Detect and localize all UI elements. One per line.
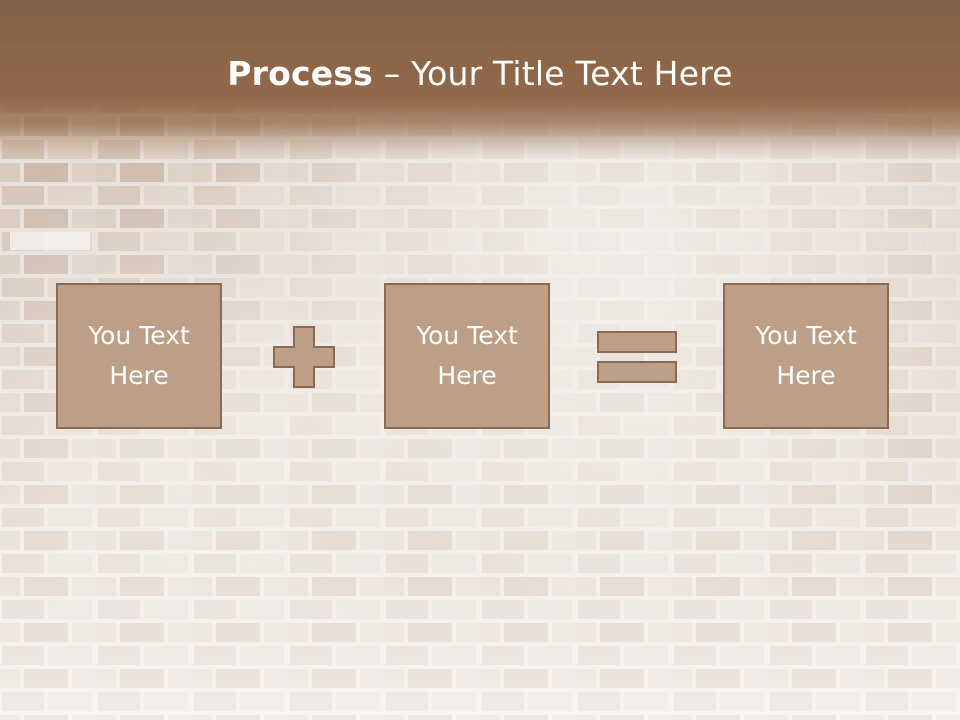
- process-box-3: You Text Here: [723, 283, 889, 429]
- title-band: [0, 0, 960, 160]
- equals-icon: [597, 331, 677, 383]
- process-box-3-text: You Text Here: [736, 316, 876, 396]
- process-box-3-line2: Here: [776, 361, 836, 390]
- process-box-1-line1: You Text: [88, 321, 190, 350]
- process-box-2-text: You Text Here: [397, 316, 537, 396]
- process-box-2: You Text Here: [384, 283, 550, 429]
- slide-title: Process – Your Title Text Here: [0, 52, 960, 96]
- process-box-2-line1: You Text: [416, 321, 518, 350]
- process-box-1: You Text Here: [56, 283, 222, 429]
- title-rest: – Your Title Text Here: [373, 54, 733, 93]
- process-box-3-line1: You Text: [755, 321, 857, 350]
- process-box-1-line2: Here: [109, 361, 169, 390]
- process-box-1-text: You Text Here: [69, 316, 209, 396]
- process-box-2-line2: Here: [437, 361, 497, 390]
- title-bold: Process: [227, 54, 374, 93]
- plus-icon: [273, 326, 335, 388]
